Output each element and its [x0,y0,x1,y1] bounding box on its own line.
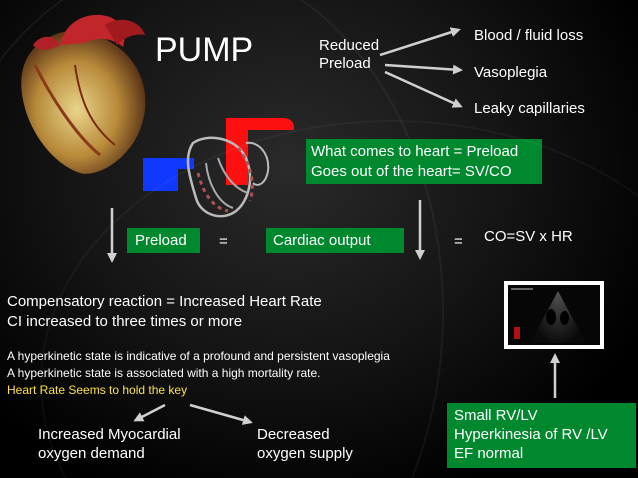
cardiac-output-text: Cardiac output [273,232,371,249]
definition-output: Goes out of the heart= SV/CO [311,163,512,180]
preload-box: Preload [127,228,200,253]
finding-hyperkinesia: Hyperkinesia of RV /LV [454,426,608,443]
cause-fluid-loss: Blood / fluid loss [474,27,584,44]
heart-illustration [21,14,146,174]
preload-text: Preload [135,232,187,249]
outcome-supply: Decreased oxygen supply [257,425,353,463]
reduced-label-line1: Reduced [319,37,380,54]
compensation-text: Compensatory reaction = Increased Heart … [7,292,322,332]
definition-box: What comes to heart = Preload Goes out o… [306,139,542,184]
arrow-to-vasoplegia [384,63,463,75]
arrow-to-leaky-capillaries [384,70,463,108]
compensation-line1: Compensatory reaction = Increased Heart … [7,293,322,310]
cause-vasoplegia: Vasoplegia [474,64,548,81]
definition-preload: What comes to heart = Preload [311,143,519,160]
demand-line1: Increased Myocardial [38,426,181,443]
equals-1: = [219,233,228,250]
outcome-demand: Increased Myocardial oxygen demand [38,425,181,463]
equals-2: = [454,233,463,250]
reduced-preload-label: Reduced Preload [319,37,379,73]
echo-findings-box: Small RV/LV Hyperkinesia of RV /LV EF no… [447,403,636,468]
hyperkinetic-line1: A hyperkinetic state is indicative of a … [7,349,390,363]
supply-line2: oxygen supply [257,445,353,462]
compensation-line2: CI increased to three times or more [7,313,243,330]
finding-small-rv-lv: Small RV/LV [454,407,538,424]
co-formula: CO=SV x HR [484,228,573,245]
arrow-to-demand [133,403,166,422]
cause-leaky-capillaries: Leaky capillaries [474,100,585,117]
reduced-label-line2: Preload [319,55,371,72]
slide-title: PUMP [155,31,254,69]
echocardiogram-image [504,281,604,349]
heart-rate-key: Heart Rate Seems to hold the key [7,383,188,397]
arrow-to-fluid-loss [379,27,461,57]
hyperkinetic-text: A hyperkinetic state is indicative of a … [7,348,390,399]
supply-line1: Decreased [257,426,330,443]
demand-line2: oxygen demand [38,445,145,462]
arrow-to-supply [189,403,253,425]
cardiac-output-box: Cardiac output [266,228,404,253]
finding-ef-normal: EF normal [454,445,524,462]
hyperkinetic-line2: A hyperkinetic state is associated with … [7,366,321,380]
